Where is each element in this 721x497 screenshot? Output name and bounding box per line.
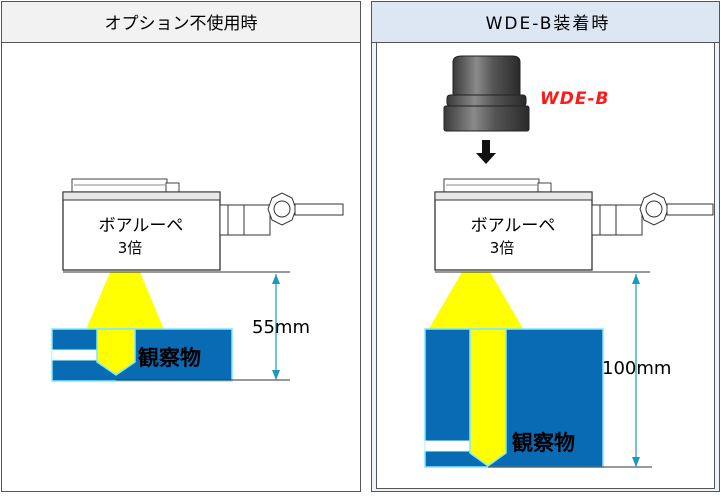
right-panel-title: WDE-B装着時 [486,14,611,34]
right-panel-header [371,1,720,43]
focus-knob-center [645,200,663,218]
light-beam [427,272,525,332]
focus-knob-center [273,200,291,218]
option-name-label: WDE-B [540,89,610,109]
cable [666,203,714,216]
loupe-label: ボアルーペ [471,216,556,236]
loupe-magnification: 3倍 [490,239,515,257]
cable [294,203,344,216]
object-bore-lit [96,328,136,376]
object-bore-side [51,349,99,361]
left-panel-header [1,1,361,43]
loupe-body-rim [434,191,593,201]
object-bore-side [424,440,472,452]
object-label: 観察物 [138,346,201,370]
loupe-body [62,191,221,271]
distance-label: 100mm [602,358,671,379]
arrow-head-up [632,274,640,284]
distance-label: 55mm [252,317,310,338]
arrow-head-up [272,274,280,284]
bore-loupe: ボアルーペ 3倍 [62,178,344,271]
attachment-cap-top [452,55,521,96]
attachment-cap-base [443,105,530,132]
right-panel: WDE-B装着時 WDE-B ボアルーペ 3倍 [371,1,720,492]
light-beam [85,272,165,332]
bore-loupe: ボアルーペ 3倍 [434,178,714,271]
object-label: 観察物 [512,431,575,455]
left-panel: オプション不使用時 ボアルーペ 3倍 観察物 [1,1,361,492]
attachment-cap-ring [446,94,527,107]
attach-arrow-shaft [482,140,490,155]
loupe-magnification: 3倍 [118,239,143,257]
loupe-top-plate [443,178,540,194]
arrow-head-down [632,457,640,467]
left-panel-title: オプション不使用時 [105,13,258,34]
loupe-body [434,191,593,271]
loupe-label: ボアルーペ [99,216,184,236]
object-bore-lit [469,328,507,467]
arrow-head-down [272,370,280,380]
attach-arrow [476,140,496,164]
loupe-top-plate [71,178,168,194]
attach-arrow-head [476,153,496,164]
loupe-body-rim [62,191,221,201]
wde-b-attachment [443,55,530,132]
